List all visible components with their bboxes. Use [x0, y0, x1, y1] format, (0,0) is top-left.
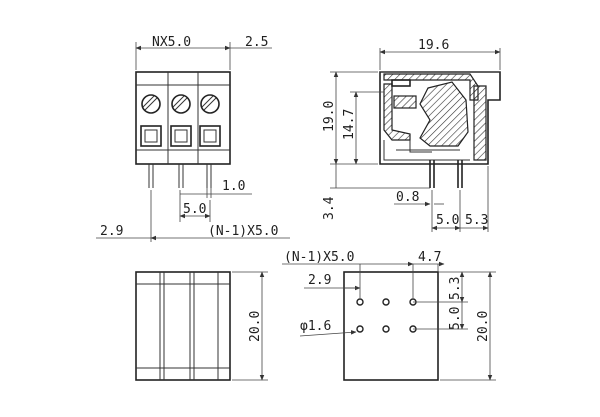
front-span-label: (N-1)X5.0 [208, 224, 278, 239]
footprint-offset-label: 4.7 [418, 250, 441, 265]
side-edge-label: 5.3 [465, 213, 488, 228]
front-view: NX5.0 2.5 1.0 5.0 2.9 (N-1)X5.0 [96, 35, 290, 242]
hole-icon [382, 298, 390, 306]
hole-icon [382, 325, 390, 333]
front-pin-width-label: 1.0 [222, 179, 245, 194]
hole-icon [356, 298, 364, 306]
footprint-row-offset-label: 5.3 [448, 277, 463, 300]
side-height-label: 19.0 [322, 101, 337, 132]
front-offset-label: 2.5 [245, 35, 268, 50]
footprint-view: (N-1)X5.0 4.7 2.9 φ1.6 5.3 5.0 20.0 [282, 250, 496, 381]
side-width-label: 19.6 [418, 38, 449, 53]
side-view: 19.6 19.0 14.7 3.4 0.8 5.0 5.3 [322, 38, 501, 232]
screw-icons [141, 94, 220, 114]
hole-icon [356, 325, 364, 333]
side-pin-width-label: 0.8 [396, 190, 419, 205]
footprint-holes [356, 298, 417, 333]
front-width-label: NX5.0 [152, 35, 191, 50]
front-edge-label: 2.9 [100, 224, 123, 239]
top-view: 20.0 [135, 271, 268, 381]
footprint-edge-label: 2.9 [308, 273, 331, 288]
side-inner-height-label: 14.7 [342, 109, 357, 140]
side-pin-length-label: 3.4 [322, 196, 337, 220]
front-pin-pitch-label: 5.0 [183, 202, 206, 217]
footprint-row-pitch-label: 5.0 [448, 307, 463, 330]
top-depth-label: 20.0 [248, 311, 263, 342]
side-pitch-label: 5.0 [436, 213, 459, 228]
side-pins [429, 160, 463, 188]
front-pins [148, 164, 212, 188]
footprint-span-label: (N-1)X5.0 [284, 250, 354, 265]
wire-entry-icons [140, 125, 221, 147]
footprint-depth-label: 20.0 [476, 311, 491, 342]
footprint-hole-label: φ1.6 [300, 319, 331, 334]
